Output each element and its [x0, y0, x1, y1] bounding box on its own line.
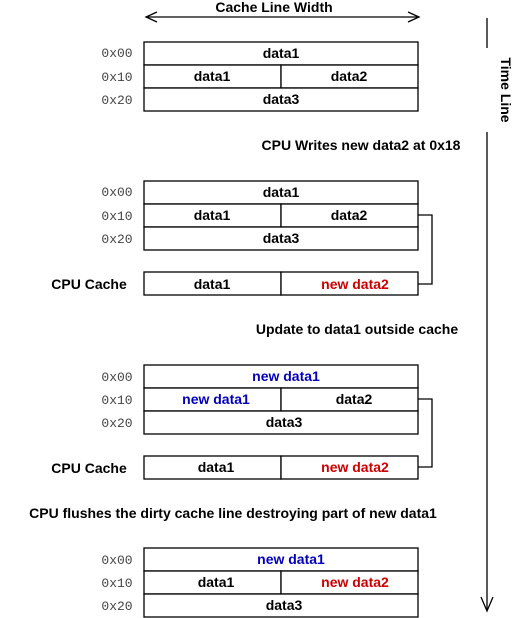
cache-bracket [418, 398, 433, 468]
address-label: 0x00 [101, 370, 132, 385]
address-label: 0x00 [101, 185, 132, 200]
stage-initial: 0x00 0x10 0x20 data1 data1 data2 data3 [101, 41, 419, 112]
stage-flush: 0x00 0x10 0x20 new data1 data1 new data2… [101, 547, 419, 618]
memory-cell [143, 87, 419, 112]
stage-external-update: 0x00 0x10 0x20 new data1 new data1 data2… [51, 364, 433, 480]
cell-text: data3 [263, 230, 300, 246]
memory-cell [143, 593, 419, 618]
cell-text: new data1 [257, 551, 325, 567]
cell-text: data2 [331, 68, 368, 84]
memory-cell [143, 226, 419, 251]
cell-text: data1 [198, 459, 235, 475]
cell-text: data1 [194, 207, 231, 223]
address-label: 0x10 [101, 209, 132, 224]
stage-caption: CPU Writes new data2 at 0x18 [262, 137, 461, 153]
address-label: 0x10 [101, 393, 132, 408]
memory-block: 0x00 0x10 0x20 new data1 new data1 data2… [101, 364, 419, 435]
cell-text: new data2 [321, 574, 389, 590]
width-arrow [144, 11, 421, 23]
cell-text: data3 [266, 597, 303, 613]
cell-text: new data2 [321, 459, 389, 475]
cpu-cache-block: CPU Cache data1 new data2 [51, 271, 419, 296]
cpu-cache-label: CPU Cache [51, 276, 127, 292]
cell-text: data3 [266, 414, 303, 430]
memory-block: 0x00 0x10 0x20 data1 data1 data2 data3 [101, 41, 419, 112]
memory-block: 0x00 0x10 0x20 data1 data1 data2 data3 [101, 180, 419, 251]
timeline-label: Time Line [498, 57, 512, 122]
cell-text: data2 [331, 207, 368, 223]
address-label: 0x20 [101, 232, 132, 247]
stage-caption: Update to data1 outside cache [256, 321, 458, 337]
stage-caption: CPU flushes the dirty cache line destroy… [29, 505, 437, 521]
cpu-cache-label: CPU Cache [51, 460, 127, 476]
cpu-cache-block: CPU Cache data1 new data2 [51, 455, 419, 480]
address-label: 0x10 [101, 70, 132, 85]
cell-text: new data2 [321, 276, 389, 292]
cell-text: data1 [194, 276, 231, 292]
cache-cell [280, 455, 419, 480]
cell-text: data1 [263, 45, 300, 61]
cache-cell [280, 271, 419, 296]
title: Cache Line Width [215, 0, 332, 15]
cell-text: data1 [198, 574, 235, 590]
timeline-label-bg [479, 48, 495, 132]
cell-text: data1 [263, 184, 300, 200]
cell-text: data1 [194, 68, 231, 84]
cell-text: data2 [336, 391, 373, 407]
cell-text: new data1 [252, 368, 320, 384]
address-label: 0x10 [101, 576, 132, 591]
cell-text: new data1 [182, 391, 250, 407]
stage-cpu-write: 0x00 0x10 0x20 data1 data1 data2 data3 C… [51, 180, 433, 296]
memory-cell [143, 410, 419, 435]
address-label: 0x00 [101, 553, 132, 568]
address-label: 0x20 [101, 416, 132, 431]
cell-text: data3 [263, 91, 300, 107]
cache-bracket [418, 214, 433, 285]
title-bg [200, 0, 348, 14]
address-label: 0x20 [101, 599, 132, 614]
address-label: 0x20 [101, 93, 132, 108]
address-label: 0x00 [101, 46, 132, 61]
memory-block: 0x00 0x10 0x20 new data1 data1 new data2… [101, 547, 419, 618]
